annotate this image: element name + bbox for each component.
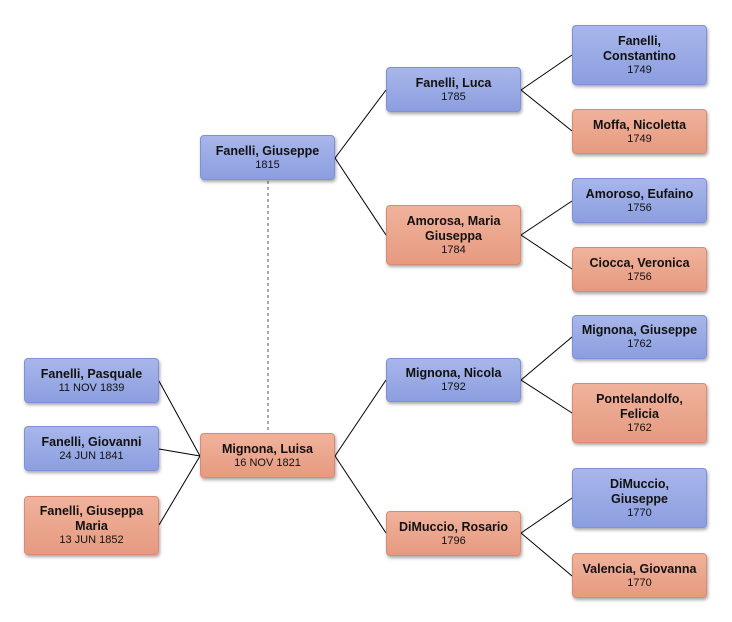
person-date: 1784 [441, 243, 466, 256]
person-date: 1770 [627, 506, 652, 519]
person-name: Mignona, Nicola [405, 366, 502, 380]
person-card-mother[interactable]: Mignona, Luisa 16 NOV 1821 [200, 433, 335, 478]
connector-mgf-ggp6 [520, 379, 573, 414]
person-card-paternal-grandfather[interactable]: Fanelli, Luca 1785 [386, 67, 521, 112]
person-name: DiMuccio, Giuseppe [609, 476, 670, 506]
person-name: Fanelli, Giuseppe [215, 143, 320, 158]
person-card-father[interactable]: Fanelli, Giuseppe 1815 [200, 135, 335, 180]
person-card-child-giuseppa-maria[interactable]: Fanelli, Giuseppa Maria 13 JUN 1852 [24, 496, 159, 555]
person-name: Pontelandolfo, Felicia [596, 391, 683, 421]
person-date: 13 JUN 1852 [59, 534, 124, 546]
person-card-maternal-grandfather[interactable]: Mignona, Nicola 1792 [386, 358, 521, 402]
person-date: 1756 [627, 201, 652, 214]
connector-pgf-ggp1 [520, 54, 573, 91]
connector-mgf-ggp5 [520, 336, 573, 381]
person-name: Fanelli, Giovanni [41, 434, 142, 449]
person-card-great-grandparent-8[interactable]: Valencia, Giovanna 1770 [572, 553, 707, 598]
person-card-maternal-grandmother[interactable]: DiMuccio, Rosario 1796 [386, 511, 521, 556]
person-card-paternal-grandmother[interactable]: Amorosa, Maria Giuseppa 1784 [386, 205, 521, 265]
person-card-great-grandparent-4[interactable]: Ciocca, Veronica 1756 [572, 247, 707, 292]
person-name: Moffa, Nicoletta [592, 117, 687, 132]
person-card-great-grandparent-6[interactable]: Pontelandolfo, Felicia 1762 [572, 383, 707, 443]
person-name: Amorosa, Maria Giuseppa [406, 213, 501, 243]
person-date: 1749 [627, 132, 652, 145]
connector-pgm-ggp4 [520, 234, 573, 270]
connector-father-pgf [334, 89, 387, 159]
connector-child3-mother [158, 455, 201, 526]
connector-pgf-ggp2 [520, 89, 573, 132]
connector-child2-mother [158, 448, 201, 457]
person-date: 1792 [441, 381, 466, 393]
connector-mother-mgf [334, 379, 387, 457]
connector-father-pgm [334, 157, 387, 236]
person-name: Fanelli, Luca [415, 75, 492, 90]
person-date: 1815 [255, 158, 280, 171]
person-date: 1770 [627, 576, 652, 589]
connector-child1-mother [158, 380, 201, 457]
person-card-great-grandparent-7[interactable]: DiMuccio, Giuseppe 1770 [572, 468, 707, 528]
person-card-great-grandparent-5[interactable]: Mignona, Giuseppe 1762 [572, 315, 707, 359]
person-card-great-grandparent-3[interactable]: Amoroso, Eufaino 1756 [572, 178, 707, 223]
person-date: 1785 [441, 90, 466, 103]
person-name: Mignona, Luisa [222, 441, 313, 456]
person-name: Ciocca, Veronica [589, 255, 690, 270]
person-date: 1796 [441, 534, 466, 547]
person-date: 1762 [627, 338, 652, 350]
person-card-child-pasquale[interactable]: Fanelli, Pasquale 11 NOV 1839 [24, 358, 159, 403]
person-date: 24 JUN 1841 [59, 449, 124, 462]
person-date: 1756 [627, 270, 652, 283]
person-name: Fanelli, Constantino [603, 33, 676, 63]
person-name: Fanelli, Pasquale [40, 366, 143, 381]
connector-mgm-ggp8 [520, 532, 573, 577]
person-name: Valencia, Giovanna [582, 561, 697, 576]
person-name: Fanelli, Giuseppa Maria [39, 504, 144, 533]
person-card-child-giovanni[interactable]: Fanelli, Giovanni 24 JUN 1841 [24, 426, 159, 471]
person-name: Mignona, Giuseppe [581, 323, 698, 337]
person-date: 1749 [627, 63, 652, 76]
connector-pgm-ggp3 [520, 200, 573, 236]
person-card-great-grandparent-1[interactable]: Fanelli, Constantino 1749 [572, 25, 707, 85]
person-date: 11 NOV 1839 [58, 381, 125, 394]
connector-mother-mgm [334, 455, 387, 534]
person-name: Amoroso, Eufaino [585, 186, 694, 201]
person-date: 16 NOV 1821 [234, 456, 301, 469]
person-name: DiMuccio, Rosario [398, 519, 509, 534]
connector-mgm-ggp7 [520, 497, 573, 534]
person-date: 1762 [627, 421, 652, 434]
person-card-great-grandparent-2[interactable]: Moffa, Nicoletta 1749 [572, 109, 707, 154]
